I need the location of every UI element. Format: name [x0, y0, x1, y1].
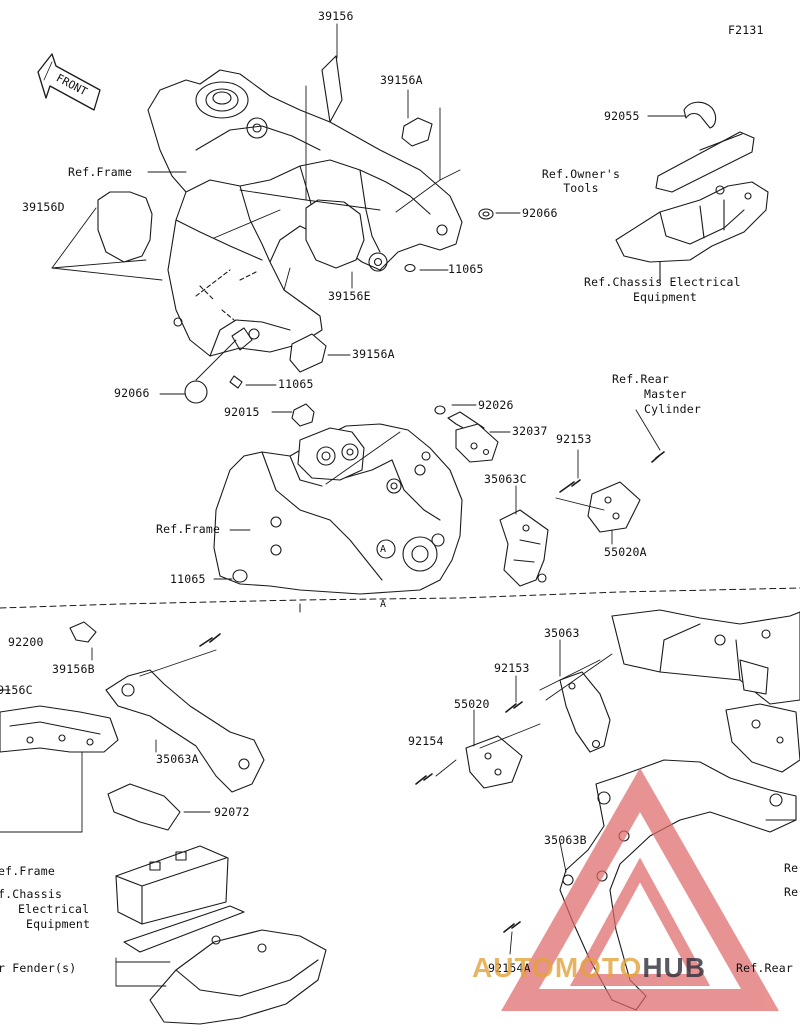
- label-ref-rear-bottom: Ref.Rear: [736, 961, 793, 975]
- label-ref-chassis-low-2: Electrical: [18, 902, 90, 916]
- label-92153-low: 92153: [494, 661, 530, 675]
- label-35063B: 35063B: [544, 833, 587, 847]
- label-39156B: 39156B: [52, 662, 95, 676]
- label-11065-low: 11065: [170, 572, 206, 586]
- watermark-part2: HUB: [642, 952, 706, 983]
- plate-55020A: [587, 481, 641, 533]
- label-ref-right-edge-2: Re: [784, 885, 799, 899]
- label-92154A: 92154A: [488, 961, 531, 975]
- cover-39156D: [97, 191, 153, 263]
- label-92200: 92200: [8, 635, 44, 649]
- rear-fender: [149, 929, 327, 1025]
- lower-left-leader-lines: [0, 647, 217, 987]
- label-92072: 92072: [214, 805, 250, 819]
- label-ref-rear-master-3: Cylinder: [644, 402, 701, 416]
- label-ref-chassis-low-1: f.Chassis: [0, 887, 63, 901]
- bracket-92072: [107, 783, 181, 831]
- watermark-part1: AUTOMOTO: [472, 952, 643, 983]
- cover-39156A-upper: [401, 117, 433, 147]
- label-35063A: 35063A: [156, 752, 199, 766]
- label-ref-rear-master-2: Master: [644, 387, 687, 401]
- watermark-logo: [501, 767, 779, 1011]
- nut-92015: [291, 403, 315, 427]
- cover-39156E: [305, 199, 365, 269]
- tool-kit-and-tray: [615, 101, 769, 283]
- label-ref-frame-top: Ref.Frame: [68, 165, 133, 179]
- label-ref-owners-tools-1: Ref.Owner's: [541, 167, 621, 181]
- lower-left-drawing: [0, 621, 327, 1025]
- clip-39156B: [69, 621, 97, 643]
- bracket-35063: [559, 671, 611, 753]
- label-55020: 55020: [454, 697, 490, 711]
- cover-right: [739, 659, 769, 695]
- label-ref-right-edge-1: Re: [784, 861, 799, 875]
- lower-right-leader-lines: [435, 639, 797, 955]
- figure-code: F2131: [728, 23, 764, 37]
- label-11065-top: 11065: [448, 262, 484, 276]
- label-35063: 35063: [544, 626, 580, 640]
- section-marker-label-lower: A: [380, 599, 387, 610]
- label-39156: 39156: [318, 9, 354, 23]
- section-marker: [376, 539, 396, 559]
- upper-leader-lines: [51, 23, 521, 395]
- label-11065-mid: 11065: [278, 377, 314, 391]
- label-92154: 92154: [408, 734, 444, 748]
- label-55020A: 55020A: [604, 545, 647, 559]
- label-39156E: 39156E: [328, 289, 371, 303]
- bar-35063A: [105, 669, 265, 793]
- label-39156A-top: 39156A: [380, 73, 423, 87]
- label-ref-chassis-top-2: Equipment: [632, 290, 698, 304]
- label-ref-owners-tools-2: Tools: [563, 181, 599, 195]
- battery: [115, 845, 229, 925]
- label-92153-top: 92153: [556, 432, 592, 446]
- section-marker-label: A: [380, 544, 387, 555]
- label-92026: 92026: [478, 398, 514, 412]
- label-ref-fenders: r Fender(s): [0, 961, 77, 975]
- front-arrow-icon: FRONT: [37, 53, 101, 111]
- middle-leader-lines: [213, 404, 661, 580]
- label-ref-rear-master-1: Ref.Rear: [612, 372, 669, 386]
- label-92055: 92055: [604, 109, 640, 123]
- label-39156D: 39156D: [22, 200, 65, 214]
- cover-39156: [321, 55, 343, 123]
- watermark-text: AUTOMOTOHUB: [472, 952, 706, 984]
- label-ref-frame-low: ef.Frame: [0, 864, 55, 878]
- label-35063C: 35063C: [484, 472, 527, 486]
- label-ref-chassis-low-3: Equipment: [26, 917, 91, 931]
- label-92066-left: 92066: [114, 386, 150, 400]
- middle-frame-drawing: [213, 403, 665, 595]
- label-92015: 92015: [224, 405, 260, 419]
- plate-32037: [455, 423, 499, 463]
- label-ref-frame-mid: Ref.Frame: [156, 522, 221, 536]
- label-92066-right: 92066: [522, 206, 558, 220]
- pad-plate: [123, 905, 245, 953]
- section-break-line: [0, 587, 800, 609]
- cover-39156A-lower: [289, 333, 327, 373]
- label-39156A-mid: 39156A: [352, 347, 395, 361]
- label-39156C: 39156C: [0, 683, 33, 697]
- label-32037: 32037: [512, 424, 548, 438]
- upper-frame-drawing: [97, 55, 494, 404]
- plate-55020: [465, 735, 523, 789]
- bracket-35063C: [499, 509, 549, 587]
- label-ref-chassis-top-1: Ref.Chassis Electrical: [584, 275, 741, 289]
